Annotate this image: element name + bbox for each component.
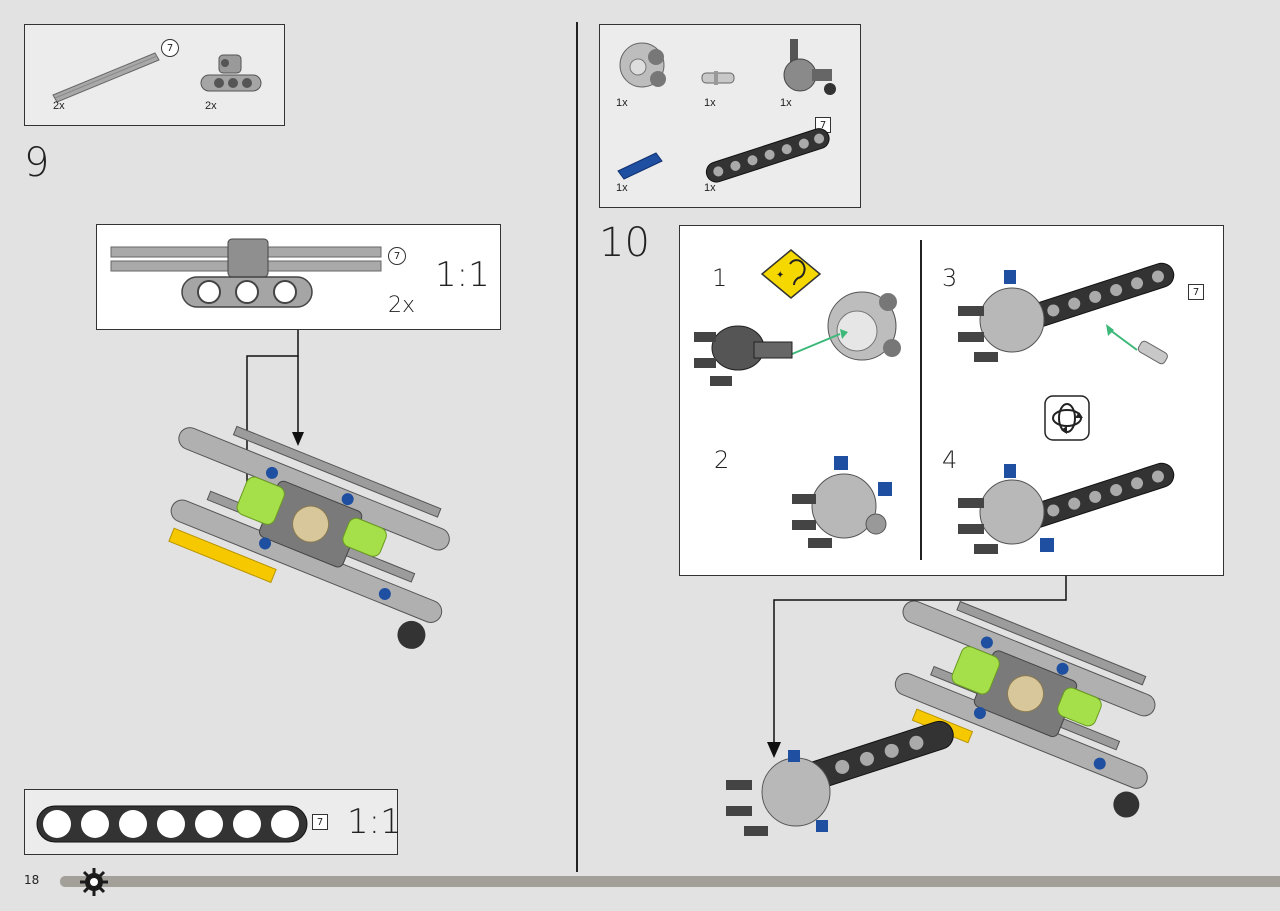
step9-callout-box: 7 1:1 2x (96, 224, 501, 330)
hub-qty: 1x (616, 97, 628, 109)
step9-parts-box: 7 2x 2x (24, 24, 285, 126)
step9-number: 9 (24, 140, 50, 186)
cv-joint-qty: 1x (780, 97, 792, 109)
axle-part-image (52, 52, 160, 103)
blue-axle-pin-part-image (617, 152, 663, 180)
substep-4-image (958, 462, 1175, 554)
black-beam-part-image (705, 128, 830, 183)
beam-reference-image (36, 805, 308, 843)
listen-click-icon: ✦ (760, 249, 822, 299)
step10-number: 10 (599, 220, 650, 266)
blue-axle-pin-qty: 1x (616, 182, 628, 194)
cv-joint-part-image (783, 39, 836, 95)
callout-scale: 1:1 (435, 255, 490, 295)
step10-substeps-box: 1 ✦ 2 3 7 (679, 225, 1224, 576)
substep-2-label: 2 (714, 446, 730, 474)
step10-model-image (726, 600, 1156, 836)
progress-bar (60, 876, 1280, 887)
beam-length-marker: 7 (312, 814, 328, 830)
black-beam-qty: 1x (704, 182, 716, 194)
callout-assembly-image (110, 238, 382, 308)
step9-model-image (168, 425, 450, 649)
callout-qty: 2x (388, 293, 416, 318)
substep-3-length-marker: 7 (1188, 284, 1204, 300)
axle-length-marker: 7 (161, 39, 179, 57)
pin-part-image (701, 71, 735, 85)
callout-length-marker: 7 (388, 247, 406, 265)
substeps-divider (920, 240, 922, 560)
substep-1-image (694, 291, 901, 386)
rotate-model-icon (1044, 395, 1090, 441)
hub-part-image (619, 42, 666, 88)
pin-qty: 1x (704, 97, 716, 109)
substep-3-image (958, 262, 1175, 365)
step10-parts-box: 1x 1x 1x 7 1x 1x (599, 24, 861, 208)
progress-gear-icon (80, 868, 108, 896)
beam-reference-box: 7 1:1 (24, 789, 402, 855)
substep-4-label: 4 (942, 446, 958, 474)
beam-connector-qty: 2x (205, 100, 217, 112)
beam-connector-part-image (200, 54, 262, 92)
substep-3-label: 3 (942, 264, 958, 292)
page-number: 18 (24, 873, 40, 887)
substep-1-label: 1 (712, 264, 728, 292)
beam-scale: 1:1 (347, 802, 402, 842)
svg-text:✦: ✦ (776, 270, 784, 281)
axle-qty: 2x (53, 100, 65, 112)
page-divider (576, 22, 578, 872)
substep-2-image (792, 456, 892, 548)
